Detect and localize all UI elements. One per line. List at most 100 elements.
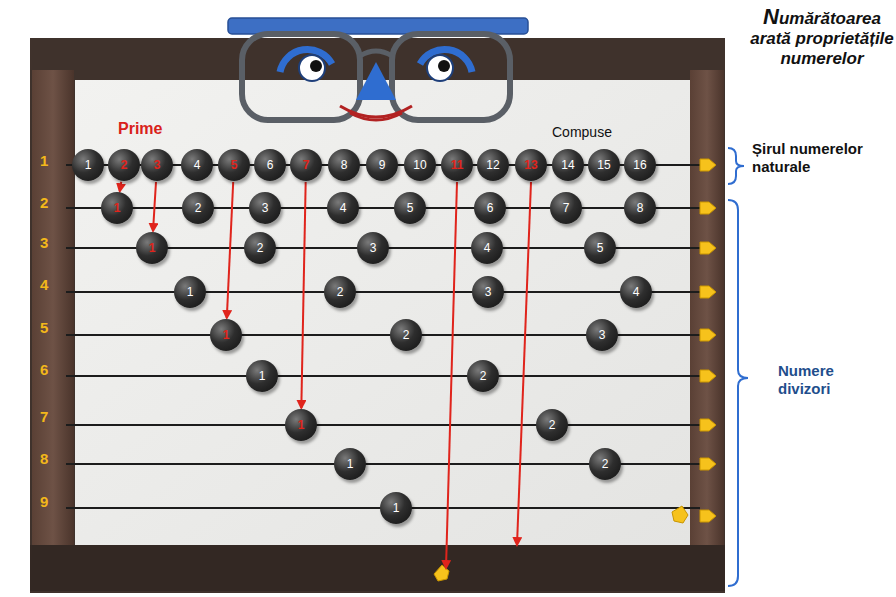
bead-number: 4 [484,242,491,254]
bead-number: 3 [599,329,606,341]
row-number: 6 [40,361,48,378]
row-number: 5 [40,319,48,336]
abacus-bead: 3 [357,232,389,264]
bead-number: 11 [451,159,464,171]
bead-number: 1 [114,202,121,214]
abacus-bead: 1 [285,409,317,441]
row-number: 3 [40,234,48,251]
abacus-bead: 1 [174,276,206,308]
bead-number: 1 [187,286,194,298]
row-number: 9 [40,493,48,510]
abacus-bead: 1 [334,448,366,480]
red-arrow [227,182,233,318]
bead-number: 6 [267,159,274,171]
group-label: Prime [118,120,162,138]
abacus-bead: 2 [324,276,356,308]
bead-number: 6 [487,202,494,214]
abacus-bead: 4 [181,149,213,181]
bead-number: 3 [262,202,269,214]
abacus-bead: 3 [141,149,173,181]
bead-number: 14 [561,159,574,171]
abacus-bead: 2 [108,149,140,181]
row-number: 8 [40,450,48,467]
abacus-bead: 16 [624,149,656,181]
abacus-bead: 12 [477,149,509,181]
bead-number: 16 [633,159,646,171]
abacus-bead: 1 [136,232,168,264]
row-number: 7 [40,408,48,425]
bracket-label: Numere divizori [778,362,874,398]
bead-number: 3 [154,159,161,171]
bead-number: 8 [637,202,644,214]
bead-number: 2 [549,419,556,431]
abacus-bead: 5 [218,149,250,181]
abacus-bead: 4 [620,276,652,308]
bead-number: 2 [257,242,264,254]
abacus-bead: 5 [584,232,616,264]
bead-number: 5 [597,242,604,254]
abacus-bead: 2 [536,409,568,441]
abacus-bead: 2 [390,319,422,351]
group-label: Compuse [552,124,612,140]
abacus-bead: 11 [441,149,473,181]
bead-number: 10 [413,159,426,171]
bead-number: 5 [407,202,414,214]
bead-number: 13 [524,159,537,171]
bead-number: 12 [486,159,499,171]
bead-number: 2 [602,458,609,470]
abacus-bead: 3 [586,319,618,351]
abacus-bead: 8 [624,192,656,224]
abacus-bead: 10 [404,149,436,181]
bead-number: 7 [303,159,310,171]
bracket-label: Șirul numerelor naturale [752,140,864,176]
red-arrow [120,182,122,191]
abacus-bead: 15 [588,149,620,181]
abacus-bead: 9 [366,149,398,181]
bead-number: 3 [485,286,492,298]
abacus-bead: 7 [550,192,582,224]
abacus-bead: 1 [380,492,412,524]
abacus-bead: 1 [210,319,242,351]
row-number: 4 [40,276,48,293]
bead-number: 4 [194,159,201,171]
bead-number: 4 [633,286,640,298]
abacus-bead: 2 [467,360,499,392]
bead-number: 1 [259,370,266,382]
bead-number: 2 [337,286,344,298]
red-arrow [153,182,156,231]
abacus-bead: 5 [394,192,426,224]
bead-number: 8 [341,159,348,171]
row-number: 2 [40,194,48,211]
abacus-bead: 7 [290,149,322,181]
bead-number: 1 [347,458,354,470]
abacus-bead: 8 [328,149,360,181]
abacus-bead: 1 [246,360,278,392]
title-text: Numărătoarea arată proprietățile numerel… [750,4,894,68]
bead-number: 3 [370,242,377,254]
abacus-bead: 3 [472,276,504,308]
row-number: 1 [40,152,48,169]
abacus-bead: 2 [244,232,276,264]
bead-number: 1 [298,419,305,431]
bead-number: 2 [403,329,410,341]
bead-number: 5 [231,159,238,171]
bead-number: 2 [480,370,487,382]
abacus-bead: 2 [589,448,621,480]
bead-number: 9 [379,159,386,171]
abacus-bead: 4 [471,232,503,264]
bead-number: 2 [195,202,202,214]
abacus-bead: 14 [552,149,584,181]
red-arrow [301,182,305,408]
abacus-bead: 4 [327,192,359,224]
abacus-bead: 6 [474,192,506,224]
abacus-bead: 13 [515,149,547,181]
bead-number: 7 [563,202,570,214]
bead-number: 1 [149,242,156,254]
bead-number: 2 [121,159,128,171]
bead-number: 4 [340,202,347,214]
abacus-bead: 3 [249,192,281,224]
bead-number: 1 [393,502,400,514]
